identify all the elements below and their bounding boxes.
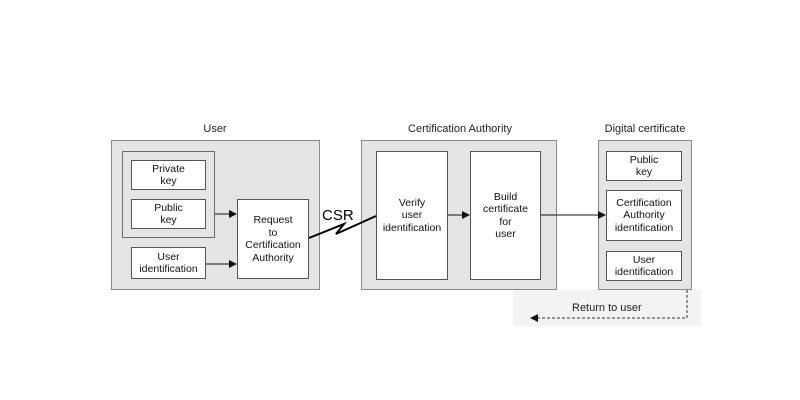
certificate-panel-title: Digital certificate bbox=[604, 123, 686, 135]
build-certificate-box: Build certificate for user bbox=[470, 151, 541, 280]
public-key-box: Public key bbox=[131, 199, 206, 229]
csr-label: CSR bbox=[322, 207, 354, 224]
private-key-box: Private key bbox=[131, 160, 206, 190]
ca-panel-title: Certification Authority bbox=[408, 123, 512, 135]
verify-user-identification-box: Verify user identification bbox=[376, 151, 448, 280]
certificate-user-identification-box: User identification bbox=[606, 251, 682, 281]
user-panel-title: User bbox=[203, 123, 227, 135]
certificate-public-key-box: Public key bbox=[606, 151, 682, 181]
user-identification-box: User identification bbox=[131, 247, 206, 279]
return-to-user-label: Return to user bbox=[572, 302, 642, 314]
request-to-ca-box: Request to Certification Authority bbox=[237, 199, 309, 279]
certificate-ca-identification-box: Certification Authority identification bbox=[606, 190, 682, 241]
